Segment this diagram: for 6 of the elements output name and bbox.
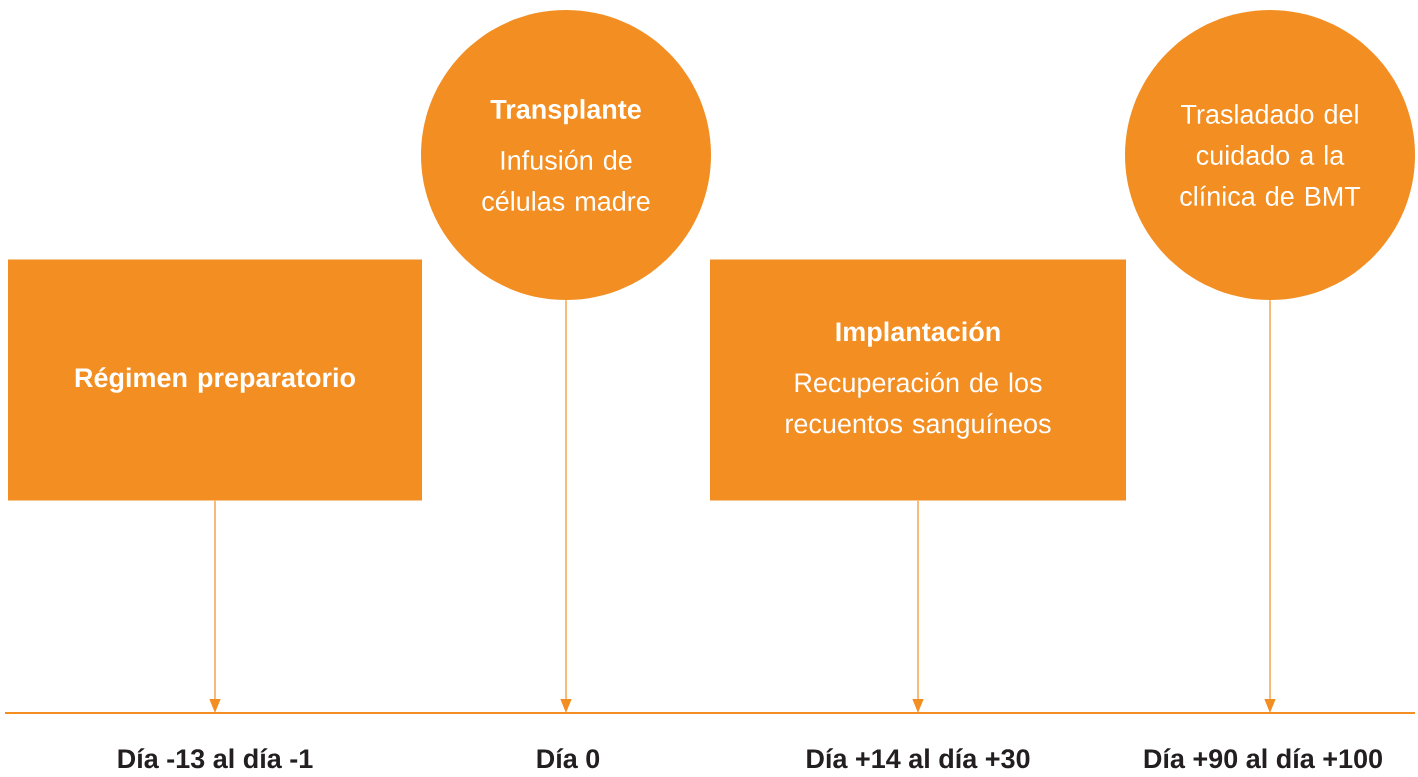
day-label: Día 0 <box>537 748 600 769</box>
phase-box: Régimen preparatorio <box>8 259 422 501</box>
day-label: Día -13 al día -1 <box>118 748 313 769</box>
day-label: Día +14 al día +30 <box>807 748 1030 769</box>
day-label: Día +90 al día +100 <box>1144 748 1382 769</box>
phase-box: Implantación Recuperación de los recuentos sanguíneos <box>710 259 1126 501</box>
